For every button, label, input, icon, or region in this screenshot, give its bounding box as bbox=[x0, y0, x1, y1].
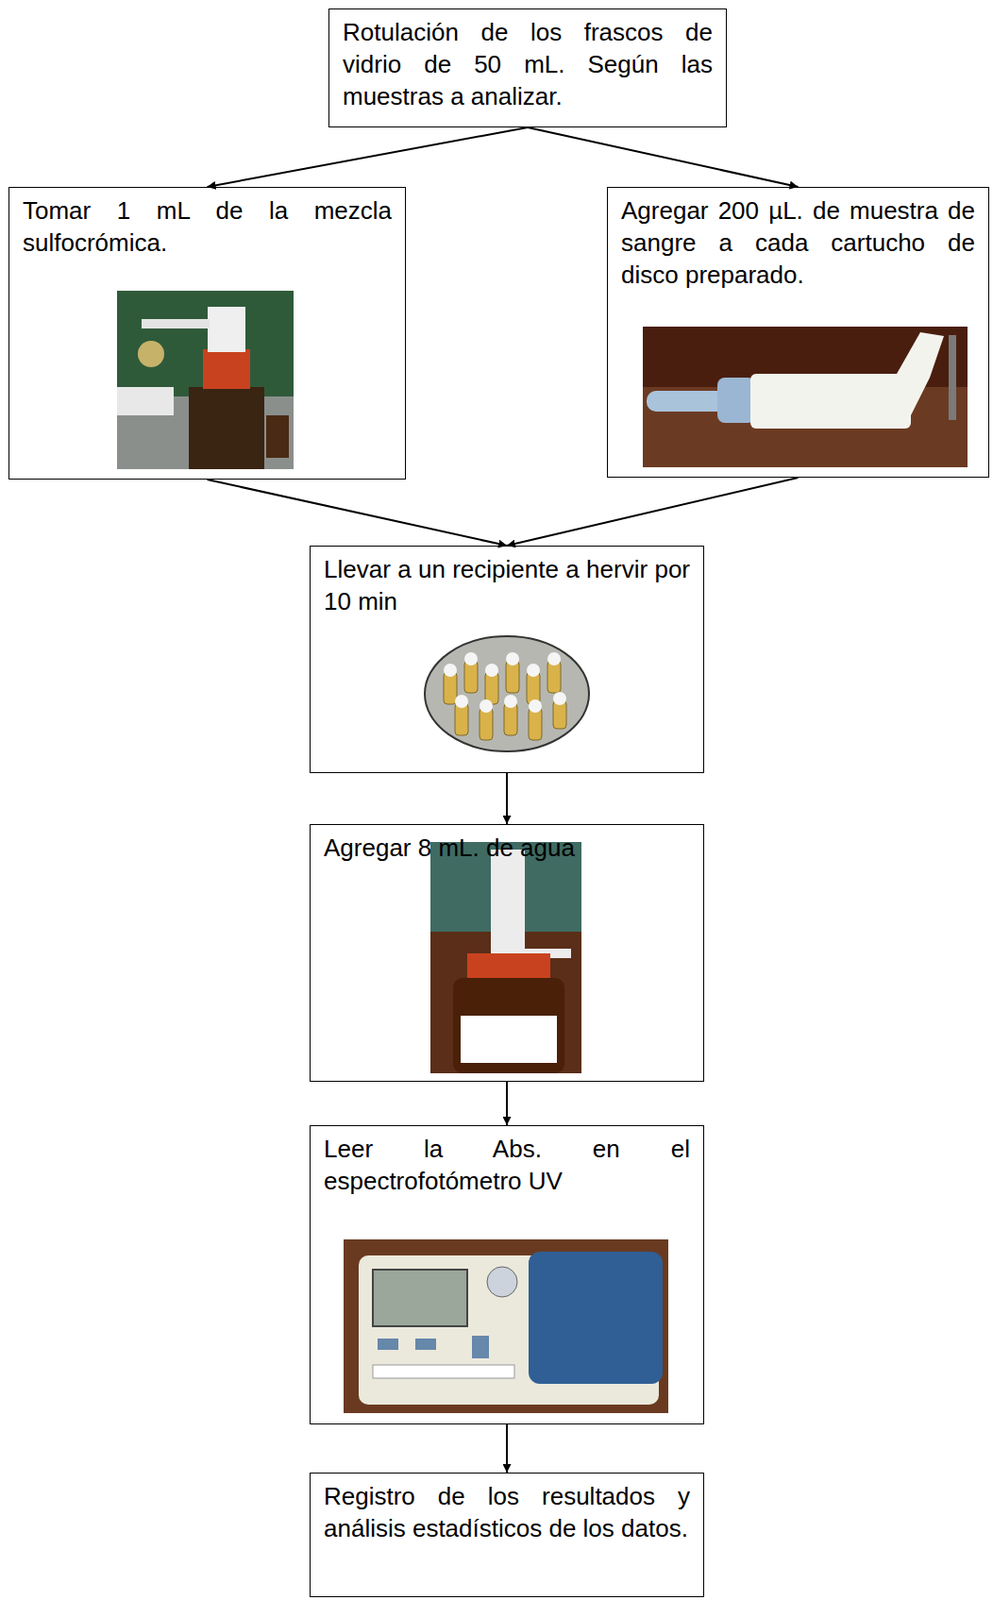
step-text: Leer la Abs. en el espectrofotómetro UV bbox=[310, 1126, 704, 1198]
process-box: Registro de los resultados y análisis es… bbox=[309, 1472, 705, 1598]
process-box: Agregar 200 µL. de muestra de sangre a c… bbox=[606, 186, 990, 478]
flow-arrow bbox=[505, 773, 508, 825]
water-dispenser-photo bbox=[430, 841, 582, 1074]
step-text: Tomar 1 mL de la mezcla sulfocrómica. bbox=[9, 187, 405, 260]
flow-arrow bbox=[506, 477, 799, 546]
process-box: Rotulación de los frascos de vidrio de 5… bbox=[328, 8, 727, 128]
process-box: Llevar a un recipiente a hervir por 10 m… bbox=[309, 545, 705, 774]
step-text: Registro de los resultados y análisis es… bbox=[310, 1473, 704, 1546]
step-text: Agregar 8 mL. de agua bbox=[310, 824, 704, 865]
process-box: Tomar 1 mL de la mezcla sulfocrómica. bbox=[8, 186, 406, 480]
micropipette-photo bbox=[642, 326, 968, 468]
flow-arrow bbox=[207, 127, 529, 187]
step-text: Llevar a un recipiente a hervir por 10 m… bbox=[310, 546, 704, 619]
flow-arrow bbox=[505, 1424, 508, 1473]
flow-arrow bbox=[527, 127, 799, 187]
process-box: Leer la Abs. en el espectrofotómetro UV bbox=[309, 1125, 705, 1425]
process-box: Agregar 8 mL. de agua bbox=[309, 824, 705, 1082]
step-text: Rotulación de los frascos de vidrio de 5… bbox=[329, 9, 726, 113]
dispenser-photo bbox=[117, 290, 294, 470]
spectrophotometer-photo bbox=[343, 1239, 669, 1414]
flow-arrow bbox=[207, 479, 508, 546]
tube-rack-photo bbox=[424, 636, 590, 752]
step-text: Agregar 200 µL. de muestra de sangre a c… bbox=[607, 187, 989, 291]
flow-arrow bbox=[505, 1081, 508, 1126]
